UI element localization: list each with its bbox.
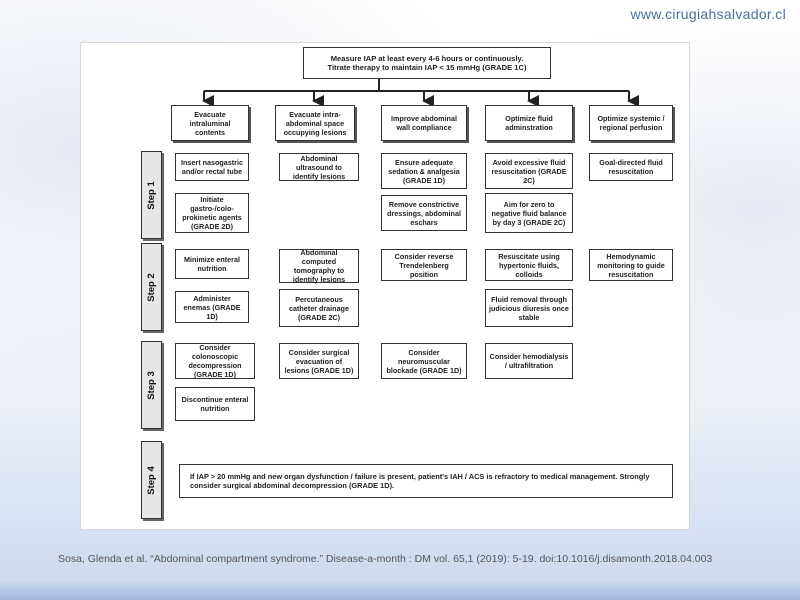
monitoring-line-1: Measure IAP at least every 4-6 hours or …: [330, 53, 524, 63]
s2-fluid-removal: Fluid removal through judicious diuresis…: [485, 289, 573, 327]
s1-goal-directed-fluid: Goal-directed fluid resuscitation: [589, 153, 673, 181]
s3-surgical-evacuation: Consider surgical evacuation of lesions …: [279, 343, 359, 379]
flowchart-figure: Measure IAP at least every 4-6 hours or …: [80, 42, 690, 530]
s2-administer-enemas: Administer enemas (GRADE 1D): [175, 291, 249, 323]
s2-trendelenberg: Consider reverse Trendelenberg position: [381, 249, 467, 281]
s1-zero-fluid-balance: Aim for zero to negative fluid balance b…: [485, 193, 573, 233]
s3-hemodialysis: Consider hemodialysis / ultrafiltration: [485, 343, 573, 379]
citation: Sosa, Glenda et al. “Abdominal compartme…: [58, 553, 713, 565]
s1-nasogastric-tube: Insert nasogastric and/or rectal tube: [175, 153, 249, 181]
s3-neuromuscular-blockade: Consider neuromuscular blockade (GRADE 1…: [381, 343, 467, 379]
s2-hypertonic-fluids: Resuscitate using hypertonic fluids, col…: [485, 249, 573, 281]
s3-colonoscopic-decompression: Consider colonoscopic decompression (GRA…: [175, 343, 255, 379]
site-url: www.cirugiahsalvador.cl: [630, 6, 786, 22]
s1-abdominal-ultrasound: Abdominal ultrasound to identify lesions: [279, 153, 359, 181]
s1-sedation-analgesia: Ensure adequate sedation & analgesia (GR…: [381, 153, 467, 189]
monitoring-line-2: Titrate therapy to maintain IAP < 15 mmH…: [327, 63, 527, 72]
step-2-label: Step 2: [141, 243, 162, 331]
s1-remove-dressings: Remove constrictive dressings, abdominal…: [381, 195, 467, 231]
step-1-label: Step 1: [141, 151, 162, 239]
header-fluid-administration: Optimize fluid adminstration: [485, 105, 573, 141]
footer-band: [0, 580, 800, 600]
connector-lines: [202, 79, 639, 107]
step-3-label: Step 3: [141, 341, 162, 429]
monitoring-box: Measure IAP at least every 4-6 hours or …: [303, 47, 551, 79]
s3-discontinue-enteral: Discontinue enteral nutrition: [175, 387, 255, 421]
step-4-label: Step 4: [141, 441, 162, 519]
s1-prokinetic-agents: Initiate gastro-/colo-prokinetic agents …: [175, 193, 249, 233]
header-abdominal-compliance: Improve abdominal wall compliance: [381, 105, 467, 141]
header-systemic-perfusion: Optimize systemic / regional perfusion: [589, 105, 673, 141]
header-evacuate-lesions: Evacuate intra-abdominal space occupying…: [275, 105, 355, 141]
s2-hemodynamic-monitoring: Hemodynamic monitoring to guide resuscit…: [589, 249, 673, 281]
s2-catheter-drainage: Percutaneous catheter drainage (GRADE 2C…: [279, 289, 359, 327]
s1-avoid-excess-fluid: Avoid excessive fluid resuscitation (GRA…: [485, 153, 573, 189]
header-evacuate-intraluminal: Evacuate intraluminal contents: [171, 105, 249, 141]
s2-abdominal-ct: Abdominal computed tomography to identif…: [279, 248, 359, 284]
s2-minimize-enteral: Minimize enteral nutrition: [175, 249, 249, 279]
s4-surgical-decompression: If IAP > 20 mmHg and new organ dysfuncti…: [179, 464, 673, 498]
